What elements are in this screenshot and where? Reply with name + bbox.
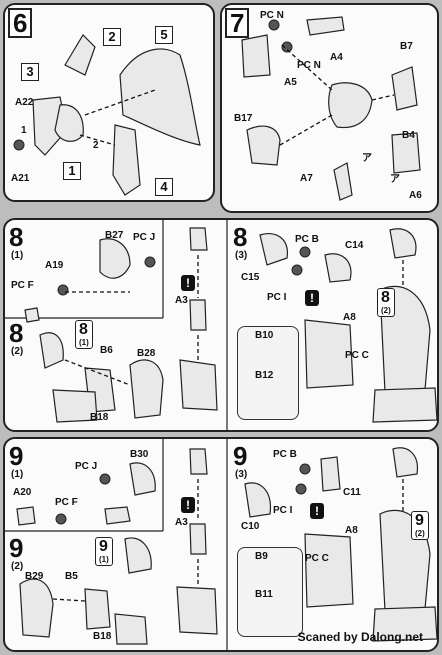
label-c14: C14 (345, 240, 364, 251)
label-a21: A21 (11, 173, 30, 184)
step9-mid-warning: ! (181, 497, 195, 513)
callout-5: 5 (155, 26, 173, 44)
label-b11: B11 (255, 589, 273, 600)
step7-panel: 7 PC N PC N A4 A5 B7 B17 B4 A7 A6 ア ア (220, 3, 439, 213)
step8-3-ref: 8 (2) (377, 288, 395, 317)
step9-1-number: 9 (9, 441, 24, 471)
label-c10: C10 (241, 521, 260, 532)
label-pcc-9: PC C (305, 553, 329, 564)
arrow-mark-2: ア (390, 174, 400, 185)
label-pcb-9: PC B (273, 449, 297, 460)
label-a3-step8: A3 (175, 295, 188, 306)
label-a22: A22 (15, 97, 34, 108)
label-b28: B28 (137, 348, 156, 359)
label-c15: C15 (241, 272, 260, 283)
label-b18: B18 (90, 412, 109, 423)
watermark-text: Scaned by Dalong.net (297, 630, 423, 644)
step6-number: 6 (8, 8, 33, 38)
label-pcn-1: PC N (260, 10, 284, 21)
label-pcf: PC F (11, 280, 34, 291)
label-pcj-9: PC J (75, 461, 98, 472)
label-a8-8: A8 (343, 312, 356, 323)
step8-illustration (5, 220, 437, 430)
step8-3-subassembly (237, 326, 299, 420)
step8-2-ref: 8 (1) (75, 320, 93, 349)
label-pcj: PC J (133, 232, 156, 243)
step8-2-sub: (2) (11, 346, 24, 357)
label-a19: A19 (45, 260, 64, 271)
label-b27: B27 (105, 230, 124, 241)
step9-2-sub: (2) (11, 561, 24, 572)
label-a8-9: A8 (345, 525, 358, 536)
step8-3-number: 8 (233, 222, 248, 252)
label-b29: B29 (25, 571, 44, 582)
step8-mid-warning: ! (181, 275, 195, 291)
label-pcc-8: PC C (345, 350, 369, 361)
label-b6: B6 (100, 345, 113, 356)
step9-3-subassembly (237, 547, 303, 637)
label-b7: B7 (400, 41, 413, 52)
label-a5: A5 (284, 77, 297, 88)
step9-3-number: 9 (233, 441, 248, 471)
step9-3-ref: 9 (2) (411, 511, 429, 540)
step8-panel: 8 (1) B27 PC J A19 PC F 8 (2) 8 (1) B6 B… (3, 218, 439, 432)
label-a3-step9: A3 (175, 517, 188, 528)
label-b18-9: B18 (93, 631, 112, 642)
label-a6: A6 (409, 190, 422, 201)
label-b9: B9 (255, 551, 268, 562)
label-pci-9: PC I (273, 505, 293, 516)
step8-1-number: 8 (9, 222, 24, 252)
step6-illustration (13, 34, 201, 196)
label-pcb-8: PC B (295, 234, 319, 245)
callout-1: 1 (63, 162, 81, 180)
label-a20: A20 (13, 487, 32, 498)
label-b10: B10 (255, 330, 274, 341)
label-b30: B30 (130, 449, 149, 460)
label-b12: B12 (255, 370, 274, 381)
callout-3: 3 (21, 63, 39, 81)
label-a4: A4 (330, 52, 343, 63)
step8-1-sub: (1) (11, 250, 24, 261)
label-pcn-2: PC N (297, 60, 321, 71)
label-pci-8: PC I (267, 292, 287, 303)
label-pcf-9: PC F (55, 497, 78, 508)
arrow-mark-1: ア (362, 153, 372, 164)
step6-panel: 6 2 5 3 1 4 A22 A21 1 2 (3, 3, 215, 202)
step9-3-sub: (3) (235, 469, 248, 480)
callout-2: 2 (103, 28, 121, 46)
step9-3-warning: ! (310, 503, 324, 519)
label-a7: A7 (300, 173, 313, 184)
step9-panel: 9 (1) PC J B30 A20 PC F 9 (2) 9 (1) B29 … (3, 437, 439, 652)
label-b17: B17 (234, 113, 253, 124)
marker-2: 2 (93, 140, 99, 151)
label-c11: C11 (343, 487, 361, 498)
label-b5: B5 (65, 571, 78, 582)
callout-4: 4 (155, 178, 173, 196)
step7-number: 7 (225, 8, 250, 38)
step9-illustration (5, 439, 437, 650)
step9-2-number: 9 (9, 533, 24, 563)
step9-2-ref: 9 (1) (95, 537, 113, 566)
step8-3-warning: ! (305, 290, 319, 306)
step7-illustration (241, 16, 421, 201)
step8-3-sub: (3) (235, 250, 248, 261)
step8-2-number: 8 (9, 318, 24, 348)
label-b4: B4 (402, 130, 415, 141)
step9-1-sub: (1) (11, 469, 24, 480)
marker-1: 1 (21, 125, 27, 136)
